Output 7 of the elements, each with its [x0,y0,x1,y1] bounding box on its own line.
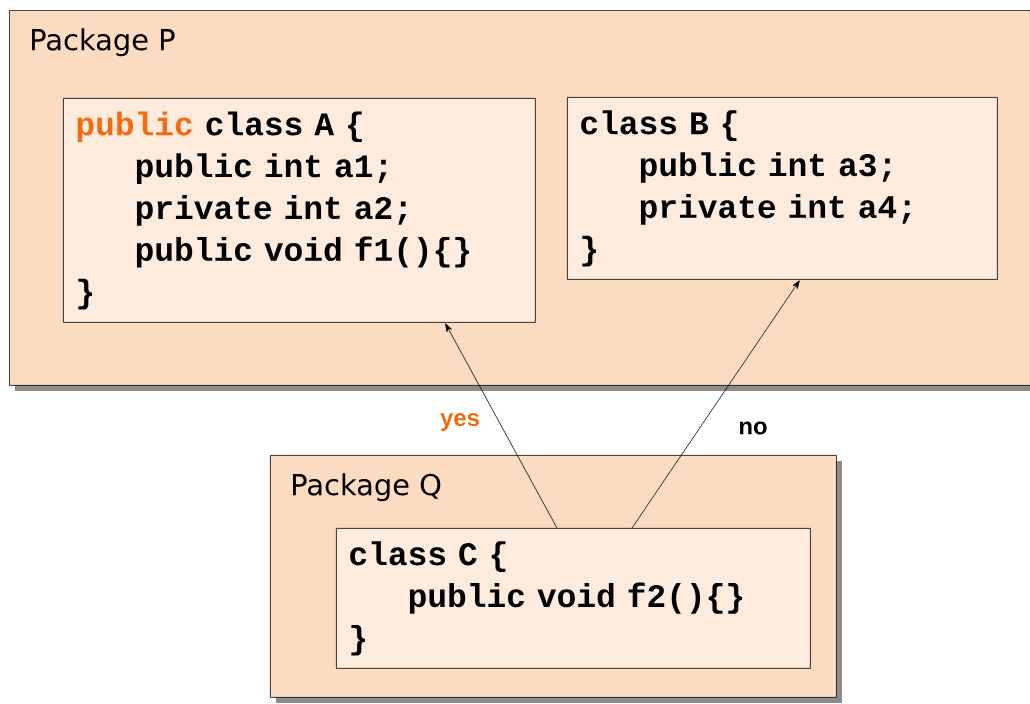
class-box: class C { public void f2(){} } [336,528,811,669]
class-box: public class A { public int a1; private int a2; public void f1(){} } [63,98,536,323]
arrow [631,280,800,529]
edge-label: yes [439,412,481,432]
edge-label: no [737,420,769,436]
class-box: class B { public int a3; private int a4; } [567,97,998,280]
arrow [445,323,558,529]
